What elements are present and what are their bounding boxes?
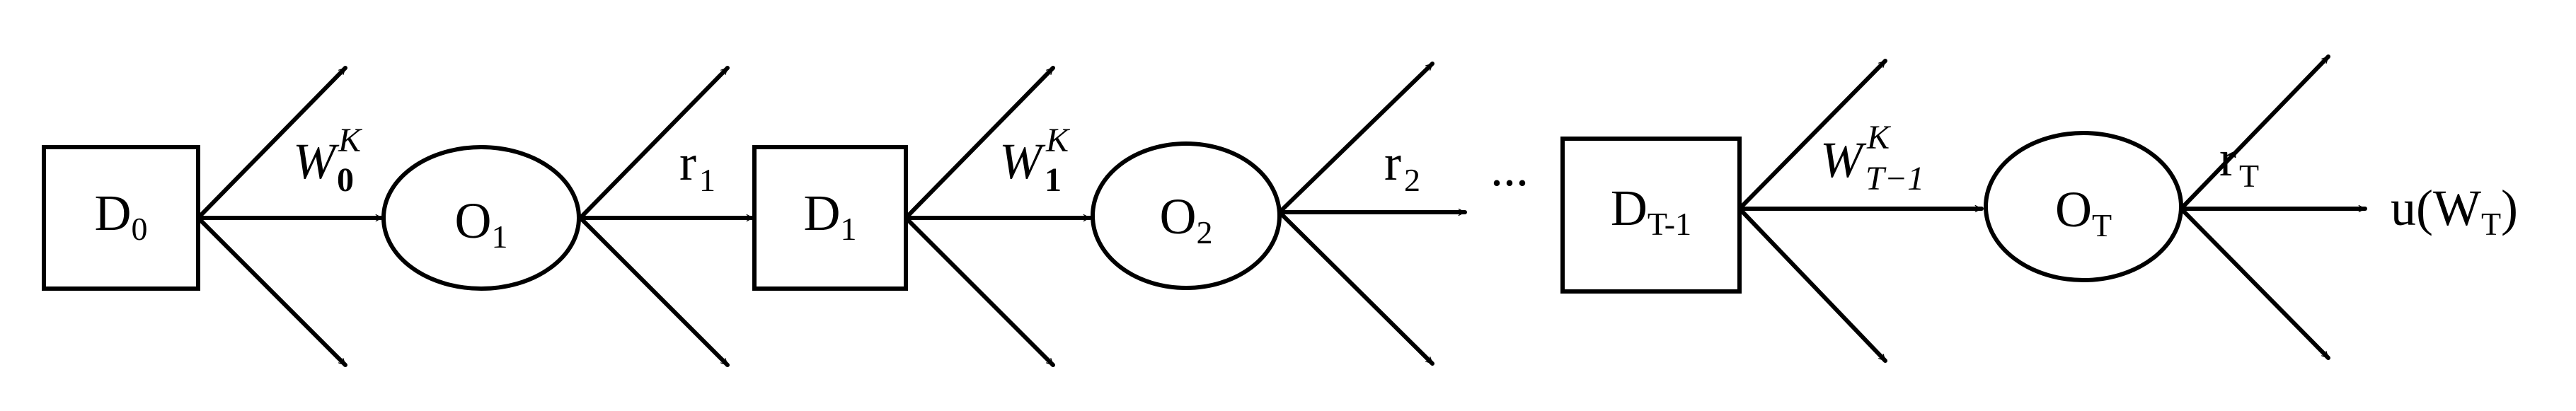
outcome-node-o1: O1 xyxy=(381,145,581,291)
terminal-utility-label: u(WT) xyxy=(2391,180,2518,242)
label-sup: K xyxy=(1866,119,1892,156)
utility-sub: T xyxy=(2481,206,2501,242)
node-letter: O xyxy=(2055,181,2092,238)
d1-branch-up-arrow xyxy=(904,66,1055,220)
node-index: 1 xyxy=(492,219,508,255)
node-index: 2 xyxy=(1197,214,1213,250)
label-base: W xyxy=(999,133,1046,190)
d1-branch-down-arrow xyxy=(904,216,1055,367)
svg-text:u(WT): u(WT) xyxy=(2391,180,2518,242)
label-sub: 2 xyxy=(1404,162,1420,198)
o2-branch-down-arrow xyxy=(1277,210,1434,366)
label-base: r xyxy=(2219,130,2236,187)
outcome-node-ot: OT xyxy=(1984,131,2183,282)
edge-label-wt-1k: W T−1 K xyxy=(1820,119,1924,197)
node-letter: D xyxy=(1611,180,1648,236)
label-base: W xyxy=(293,133,340,190)
decision-node-dt-1: DT-1 xyxy=(1560,137,1742,294)
node-index: 1 xyxy=(841,211,857,247)
utility-close: ) xyxy=(2501,180,2518,236)
o1-branch-down-arrow xyxy=(578,216,730,367)
edge-label-r2: r 2 xyxy=(1384,134,1420,198)
node-letter: O xyxy=(455,192,492,249)
d0-branch-up-arrow xyxy=(196,66,347,220)
svg-text:O2: O2 xyxy=(1160,188,1213,250)
label-sub: 0 xyxy=(337,161,354,199)
decision-node-d1: D1 xyxy=(752,145,908,291)
utility-func: u(W xyxy=(2391,180,2481,236)
decision-node-d0: D0 xyxy=(42,145,200,291)
svg-text:D0: D0 xyxy=(95,185,148,247)
svg-text:OT: OT xyxy=(2055,181,2112,243)
d0-branch-down-arrow xyxy=(196,216,347,367)
label-sup: K xyxy=(1045,122,1071,159)
label-base: r xyxy=(1384,134,1401,191)
edge-label-w1k: W 1 K xyxy=(999,122,1071,199)
dt1-branch-down-arrow xyxy=(1737,207,1887,363)
label-base: W xyxy=(1820,132,1867,188)
o1-branch-up-arrow xyxy=(578,66,730,220)
edge-label-r1: r 1 xyxy=(679,134,715,198)
label-sub: T xyxy=(2239,158,2259,194)
node-letter: O xyxy=(1160,188,1197,245)
edge-label-rt: r T xyxy=(2219,130,2259,194)
node-letter: D xyxy=(804,185,841,241)
label-sub: T−1 xyxy=(1865,160,1924,197)
node-index: T-1 xyxy=(1648,206,1691,242)
svg-text:O1: O1 xyxy=(455,192,508,255)
continuation-ellipsis: ... xyxy=(1490,140,1529,197)
edge-label-w0k: W 0 K xyxy=(293,122,363,199)
ot-branch-down-arrow xyxy=(2179,207,2330,360)
o2-branch-up-arrow xyxy=(1277,62,1434,214)
label-base: r xyxy=(679,134,696,191)
node-index: 0 xyxy=(132,211,148,247)
label-sup: K xyxy=(338,122,363,159)
outcome-node-o2: O2 xyxy=(1091,141,1282,290)
ot-branch-up-arrow xyxy=(2179,54,2330,211)
label-sub: 1 xyxy=(1045,161,1062,199)
svg-text:D1: D1 xyxy=(804,185,857,247)
dt1-branch-up-arrow xyxy=(1737,59,1887,211)
node-index: T xyxy=(2092,207,2112,243)
node-letter: D xyxy=(95,185,132,241)
label-sub: 1 xyxy=(699,162,715,198)
svg-text:DT-1: DT-1 xyxy=(1611,180,1691,242)
